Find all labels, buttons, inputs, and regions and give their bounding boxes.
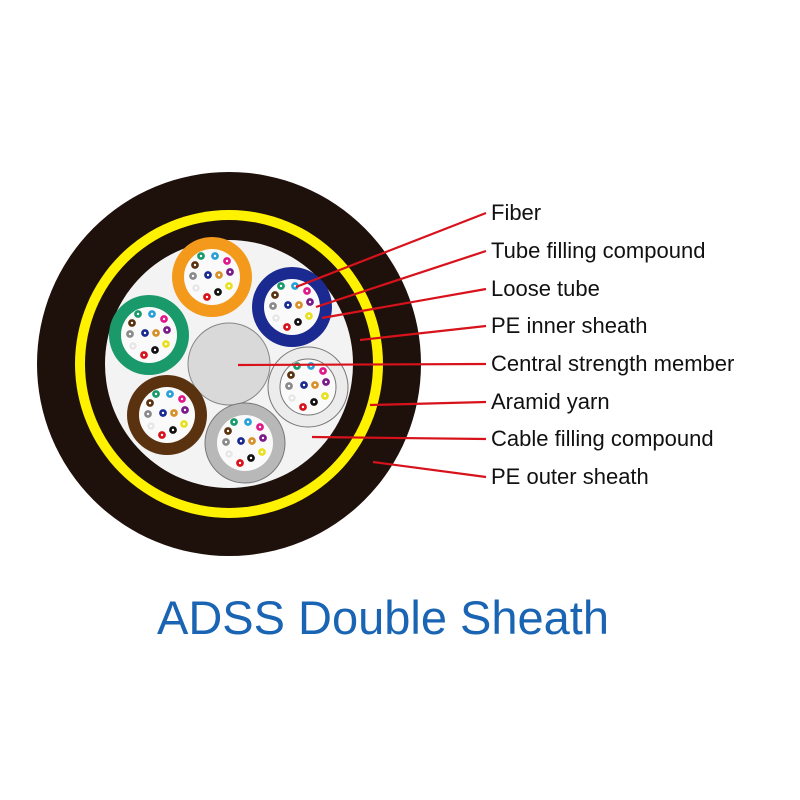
fiber-core (232, 420, 236, 424)
fiber-core (297, 303, 301, 307)
label-pe-inner-sheath: PE inner sheath (491, 313, 648, 338)
fiber-core (161, 411, 165, 415)
fiber-core (183, 408, 187, 412)
fiber-core (205, 295, 209, 299)
fiber-core (308, 300, 312, 304)
fiber-core (307, 314, 311, 318)
fiber-core (153, 348, 157, 352)
fiber-core (193, 263, 197, 267)
leader-line (372, 460, 487, 479)
fiber-core (206, 273, 210, 277)
fiber-core (293, 284, 297, 288)
fiber-core (285, 325, 289, 329)
fiber-core (191, 274, 195, 278)
label-pe-outer-sheath: PE outer sheath (491, 464, 649, 489)
label-loose-tube: Loose tube (491, 276, 600, 301)
fiber-core (323, 394, 327, 398)
fiber-core (246, 420, 250, 424)
fiber-core (227, 452, 231, 456)
fiber-core (279, 284, 283, 288)
leader-line (311, 435, 487, 441)
fiber-core (260, 450, 264, 454)
fiber-core (216, 290, 220, 294)
fiber-core (228, 270, 232, 274)
leader-line (321, 287, 487, 320)
leader-line (315, 249, 487, 309)
fiber-core (271, 304, 275, 308)
fiber-core (180, 397, 184, 401)
fiber-core (154, 331, 158, 335)
fiber-core (305, 289, 309, 293)
fiber-core (258, 425, 262, 429)
fiber-core (194, 286, 198, 290)
fiber-core (226, 429, 230, 433)
fiber-core (224, 440, 228, 444)
fiber-core (199, 254, 203, 258)
fiber-core (128, 332, 132, 336)
fiber-core (148, 401, 152, 405)
fiber-core (130, 321, 134, 325)
fiber-core (143, 331, 147, 335)
fiber-core (249, 456, 253, 460)
label-aramid-yarn: Aramid yarn (491, 389, 610, 414)
fiber-core (162, 317, 166, 321)
fiber-core (168, 392, 172, 396)
fiber-core (273, 293, 277, 297)
fiber-core (324, 380, 328, 384)
fiber-core (164, 342, 168, 346)
fiber-core (154, 392, 158, 396)
fiber-core (182, 422, 186, 426)
fiber-core (261, 436, 265, 440)
fiber-core (136, 312, 140, 316)
fiber-core (274, 316, 278, 320)
fiber-core (172, 411, 176, 415)
fiber-core (165, 328, 169, 332)
leader-line (359, 324, 487, 342)
fiber-core (290, 396, 294, 400)
fiber-core (213, 254, 217, 258)
fiber-core (171, 428, 175, 432)
label-tube-filling-compound: Tube filling compound (491, 238, 706, 263)
fiber-core (225, 259, 229, 263)
diagram-title: ADSS Double Sheath (156, 591, 609, 644)
fiber-core (286, 303, 290, 307)
fiber-core (321, 369, 325, 373)
leader-line (237, 362, 487, 367)
fiber-core (287, 384, 291, 388)
label-central-strength-member: Central strength member (491, 351, 735, 376)
fiber-core (312, 400, 316, 404)
fiber-core (289, 373, 293, 377)
fiber-core (313, 383, 317, 387)
leader-line (295, 211, 487, 289)
fiber-core (217, 273, 221, 277)
label-cable-filling-compound: Cable filling compound (491, 426, 714, 451)
fiber-core (250, 439, 254, 443)
fiber-core (302, 383, 306, 387)
fiber-core (142, 353, 146, 357)
fiber-core (160, 433, 164, 437)
leader-line (369, 400, 487, 407)
fiber-core (239, 439, 243, 443)
fiber-core (227, 284, 231, 288)
fiber-core (296, 320, 300, 324)
fiber-core (301, 405, 305, 409)
fiber-core (150, 312, 154, 316)
fiber-core (149, 424, 153, 428)
fiber-core (238, 461, 242, 465)
fiber-core (131, 344, 135, 348)
label-fiber: Fiber (491, 200, 542, 225)
fiber-core (146, 412, 150, 416)
